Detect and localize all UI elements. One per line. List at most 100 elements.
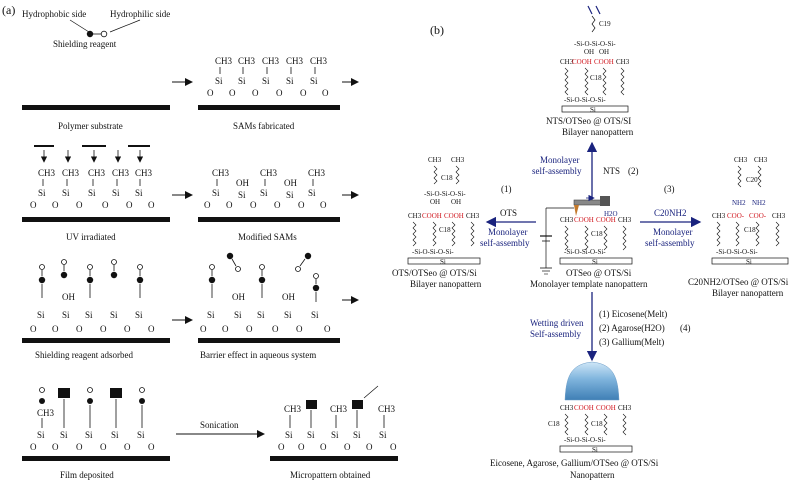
svg-text:COOH: COOH [594,58,614,66]
film-deposited-diagram: CH3 Si Si Si Si Si O O O O O O [22,387,170,461]
svg-text:Si: Si [286,76,294,86]
route-4-mode-line1: Wetting driven [530,318,584,328]
shielding-molecule: Si O O [200,264,229,334]
route-3-reagent: C20NH2 [654,208,687,218]
svg-text:CH3: CH3 [215,56,233,66]
svg-text:COOH: COOH [422,212,442,220]
wetting-title: Eicosene, Agarose, Gallium/OTSeo @ OTS/S… [490,458,659,468]
svg-text:Si: Si [88,188,96,198]
shielding-molecule: CH3 [37,387,55,418]
svg-text:Si: Si [590,106,596,114]
svg-text:C18: C18 [441,174,453,182]
svg-text:O: O [246,324,253,334]
micropattern-diagram: CH3 CH3 CH3 Si Si Si Si Si O O O O O O [270,385,398,461]
step-polymer-substrate: Polymer substrate [58,121,123,131]
shielding-molecule: Si O [85,264,107,334]
svg-text:CH3: CH3 [88,168,106,178]
sam-molecule: CH3 Si O [286,56,307,98]
svg-text:O: O [207,88,214,98]
hydroxyl-site: OH Si O [284,178,305,210]
svg-text:CH3: CH3 [754,156,768,164]
svg-text:CH3: CH3 [38,168,56,178]
svg-text:Si: Si [37,310,45,320]
panel-a-label: (a) [2,3,15,17]
svg-text:Si: Si [207,310,215,320]
svg-text:O: O [100,442,107,452]
svg-text:Si: Si [260,188,268,198]
substrate-bar [22,217,170,222]
svg-text:OH: OH [236,178,249,188]
svg-text:OH: OH [282,292,295,302]
svg-text:CH3: CH3 [618,404,632,412]
svg-text:O: O [320,200,327,210]
ots-bilayer-diagram: CH3 CH3 C18 -Si-O-Si-O-Si- OH OH CH3 COO… [407,156,481,266]
svg-text:CH3: CH3 [734,156,748,164]
svg-text:CH3: CH3 [62,168,80,178]
sam-molecule: CH3 Si O [262,56,283,98]
route-2-mode-line2: self-assembly [532,166,582,176]
film-block [352,400,363,409]
svg-text:C18: C18 [548,420,560,428]
route-4-option-2: (2) Agarose(H2O) [599,323,665,333]
svg-text:COOH: COOH [444,212,464,220]
svg-text:COOH: COOH [596,216,616,224]
film-block [58,388,70,398]
svg-text:NH2: NH2 [732,199,746,207]
shielding-molecule [139,387,145,404]
svg-text:CH3: CH3 [428,156,442,164]
svg-text:C18: C18 [591,420,603,428]
svg-text:O: O [298,442,305,452]
svg-text:Si: Si [215,76,223,86]
svg-text:OH: OH [599,48,609,56]
svg-text:O: O [76,200,83,210]
svg-text:O: O [76,324,83,334]
svg-text:O: O [148,442,155,452]
svg-text:COO-: COO- [727,212,745,220]
svg-text:Si: Si [135,188,143,198]
svg-text:O: O [344,442,351,452]
svg-text:O: O [204,200,211,210]
otseo-template-diagram: H2O CH3 COOH COOH CH3 C18 -Si-O-Si-O-Si-… [540,194,633,275]
route-4-number: (4) [680,323,691,333]
svg-text:COOH: COOH [572,58,592,66]
svg-text:O: O [272,324,279,334]
sam-molecule: CH3 Si O [308,168,327,210]
nts-title: NTS/OTSeo @ OTS/SI [546,116,631,126]
svg-text:O: O [298,200,305,210]
svg-text:CH3: CH3 [308,168,326,178]
svg-text:Si: Si [285,430,293,440]
svg-text:O: O [124,442,131,452]
svg-text:CH3: CH3 [310,56,328,66]
svg-text:Si: Si [746,258,752,266]
panel-b-label: (b) [430,23,444,37]
film-block [110,388,122,398]
svg-text:Si: Si [111,430,119,440]
svg-text:Si: Si [353,430,361,440]
shielding-molecule: Si O [257,264,279,334]
svg-text:CH3: CH3 [712,212,726,220]
svg-text:-Si-O-Si-O-Si-: -Si-O-Si-O-Si- [564,96,606,104]
modified-sams-diagram: CH3 Si O O OH Si O CH3 Si O OH Si O CH3 … [198,168,340,222]
shielding-molecule: Si O O [30,264,59,334]
svg-text:O: O [200,324,207,334]
otseo-title: OTSeo @ OTS/Si [566,268,632,278]
svg-text:C18: C18 [744,226,756,234]
svg-text:CH3: CH3 [616,58,630,66]
svg-text:CH3: CH3 [262,56,280,66]
svg-text:Si: Si [37,430,45,440]
hydrophilic-tail-icon [100,30,108,38]
svg-text:Si: Si [310,76,318,86]
svg-text:CH3: CH3 [772,212,786,220]
svg-text:O: O [148,324,155,334]
sam-molecule: CH3 Si O O [30,168,59,210]
svg-text:-Si-O-Si-O-Si-: -Si-O-Si-O-Si- [564,436,606,444]
svg-text:O: O [250,200,257,210]
svg-text:O: O [52,200,59,210]
wetting-subtitle: Nanopattern [570,470,615,480]
tip-holder [600,196,610,206]
svg-text:Si: Si [38,188,46,198]
sam-molecule: CH3 Si O [135,168,155,210]
svg-text:O: O [30,200,37,210]
shielding-molecule: Si O [311,273,331,334]
svg-text:H2O: H2O [604,210,618,218]
